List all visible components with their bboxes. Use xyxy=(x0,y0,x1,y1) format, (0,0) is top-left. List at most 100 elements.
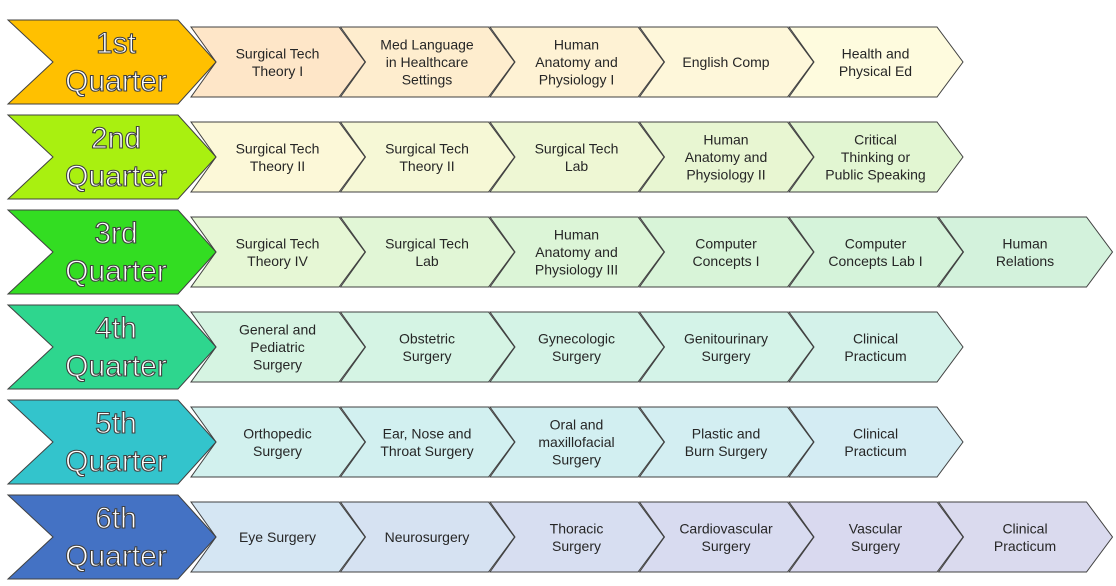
course-chevron xyxy=(937,501,1114,573)
quarter-shape xyxy=(6,19,217,105)
course-chevron xyxy=(339,501,516,573)
course-chevron xyxy=(339,26,516,98)
course-chevron xyxy=(638,406,815,478)
quarter-number: 2nd xyxy=(91,122,141,155)
quarter-label: Quarter xyxy=(65,540,167,573)
course-label: English Comp xyxy=(682,54,769,70)
course-chevron xyxy=(788,406,964,478)
quarter-shape xyxy=(6,304,217,390)
course-chevron xyxy=(638,26,815,98)
course-chevron xyxy=(339,121,516,193)
course-label: Eye Surgery xyxy=(239,529,316,545)
course-label: Neurosurgery xyxy=(385,529,470,545)
course-chevron xyxy=(339,406,516,478)
course-chevron xyxy=(638,311,815,383)
course-chevron xyxy=(489,216,665,288)
course-chevron xyxy=(788,501,964,573)
quarter-number: 4th xyxy=(95,312,137,345)
course-step: Eye Surgery xyxy=(190,501,366,573)
course-chevron xyxy=(788,311,964,383)
course-chevron xyxy=(937,216,1114,288)
course-step: English Comp xyxy=(638,26,815,98)
quarter-label: Quarter xyxy=(65,255,167,288)
course-chevron xyxy=(339,216,516,288)
course-chevron xyxy=(788,216,964,288)
quarter-shape xyxy=(6,494,217,580)
quarter-number: 3rd xyxy=(94,217,137,250)
quarter-shape xyxy=(6,209,217,295)
quarter-shape xyxy=(6,114,217,200)
quarter-number: 1st xyxy=(96,27,137,60)
quarter-label: Quarter xyxy=(65,65,167,98)
course-chevron xyxy=(489,406,665,478)
quarter-number: 6th xyxy=(95,502,137,535)
course-chevron xyxy=(788,121,964,193)
course-chevron xyxy=(638,216,815,288)
quarter-label: Quarter xyxy=(65,445,167,478)
course-chevron xyxy=(489,121,665,193)
quarter-label: Quarter xyxy=(65,160,167,193)
